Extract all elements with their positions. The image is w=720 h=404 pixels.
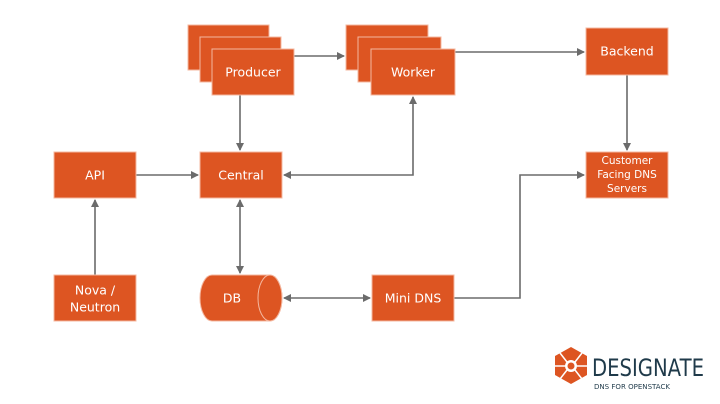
db-label: DB xyxy=(223,291,241,306)
node-mini-dns: Mini DNS xyxy=(371,274,455,322)
customer-dns-label-1: Customer xyxy=(601,155,653,167)
worker-label: Worker xyxy=(391,65,436,80)
nova-label-1: Nova / xyxy=(75,283,116,298)
node-db: DB xyxy=(199,274,283,322)
designate-logo: DESIGNATE DNS FOR OPENSTACK xyxy=(555,347,704,391)
node-api: API xyxy=(53,151,137,199)
node-producer: Producer xyxy=(187,24,295,96)
node-worker: Worker xyxy=(345,24,456,96)
logo-name: DESIGNATE xyxy=(592,354,704,382)
node-central: Central xyxy=(199,151,283,199)
backend-label: Backend xyxy=(600,44,653,59)
central-label: Central xyxy=(218,168,264,183)
edge-central-worker xyxy=(283,96,417,179)
hexagon-logo-icon xyxy=(555,347,587,384)
mini-dns-label: Mini DNS xyxy=(385,291,442,306)
api-label: API xyxy=(85,168,105,183)
edge-minidns-customer xyxy=(454,171,585,299)
customer-dns-label-3: Servers xyxy=(607,183,647,195)
producer-label: Producer xyxy=(225,65,281,80)
nova-label-2: Neutron xyxy=(70,300,120,315)
node-backend: Backend xyxy=(585,27,669,76)
logo-tagline: DNS FOR OPENSTACK xyxy=(594,383,670,391)
node-customer-dns: Customer Facing DNS Servers xyxy=(585,151,669,199)
node-nova-neutron: Nova / Neutron xyxy=(53,274,137,322)
customer-dns-label-2: Facing DNS xyxy=(597,169,657,181)
